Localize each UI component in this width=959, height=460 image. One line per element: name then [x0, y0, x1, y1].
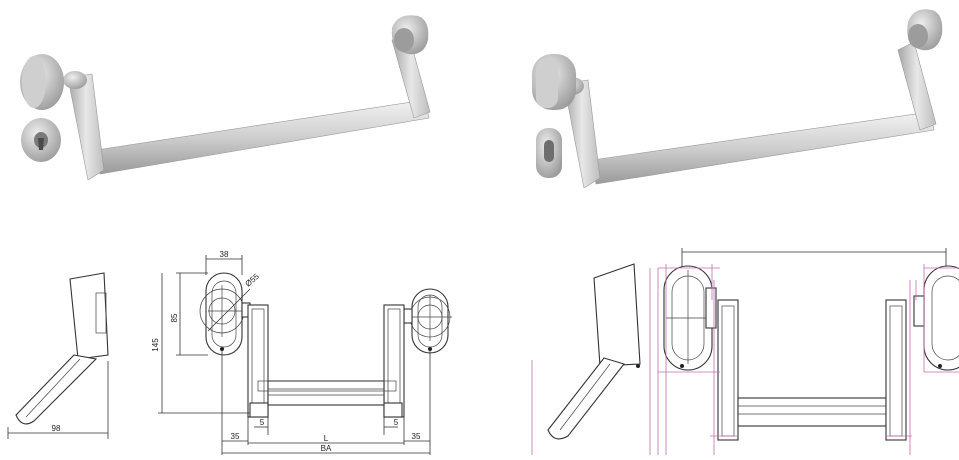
left-arm [67, 73, 105, 181]
push-bar [591, 111, 935, 185]
overall-label: BA [321, 444, 332, 453]
product-photo-round-cylinder [0, 0, 470, 200]
escutcheon-height-label: 85 [170, 313, 179, 322]
push-bar [95, 99, 430, 175]
panic-bar-round-render [20, 15, 431, 181]
offset-left-label: 35 [231, 432, 240, 441]
gap-left-label: 5 [260, 418, 265, 427]
total-height-label: 145 [151, 338, 160, 352]
left-hub [63, 71, 87, 89]
side-view-drawing: 98 [0, 255, 130, 455]
product-photo-oval-cylinder [480, 0, 959, 200]
right-arm [897, 41, 937, 131]
panic-bar-oval-render [532, 9, 943, 189]
length-label: L [324, 434, 329, 443]
gap-right-label: 5 [394, 418, 399, 427]
diameter-label: Ø55 [244, 272, 262, 289]
alternate-front-view-drawing [520, 240, 959, 455]
offset-right-label: 35 [412, 432, 421, 441]
escutcheon-width-label: 38 [220, 250, 229, 259]
side-width-label: 98 [52, 424, 61, 433]
front-view-dimensioned-drawing: Ø55 38 85 1 [150, 245, 460, 455]
